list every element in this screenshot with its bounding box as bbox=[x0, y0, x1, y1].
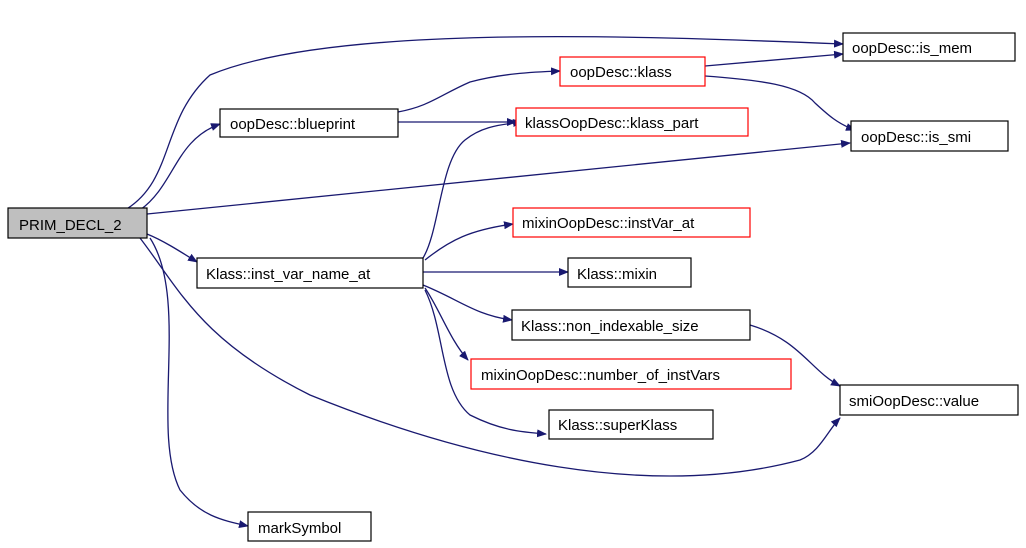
node-label-number-of-instvars: mixinOopDesc::number_of_instVars bbox=[481, 367, 720, 384]
edge-prim-decl-2-to-is-smi bbox=[146, 139, 851, 215]
node-prim-decl-2[interactable]: PRIM_DECL_2 bbox=[7, 207, 148, 239]
node-label-instvar-at: mixinOopDesc::instVar_at bbox=[522, 215, 695, 232]
node-label-klass: oopDesc::klass bbox=[570, 64, 672, 81]
edges-layer bbox=[124, 35, 856, 529]
nodes-layer: PRIM_DECL_2 oopDesc::blueprint oopDesc::… bbox=[7, 32, 1019, 542]
node-instvar-at[interactable]: mixinOopDesc::instVar_at bbox=[512, 207, 751, 238]
edge-prim-decl-2-to-is-mem bbox=[124, 35, 844, 211]
node-is-smi[interactable]: oopDesc::is_smi bbox=[850, 120, 1009, 152]
node-klass-part[interactable]: klassOopDesc::klass_part bbox=[515, 107, 749, 137]
edge-inst-var-name-at-to-non-indexable-size bbox=[422, 284, 513, 323]
edge-non-indexable-size-to-smi-value bbox=[749, 324, 841, 387]
node-superklass[interactable]: Klass::superKlass bbox=[548, 409, 714, 440]
node-label-is-mem: oopDesc::is_mem bbox=[852, 40, 972, 57]
node-label-marksymbol: markSymbol bbox=[258, 520, 341, 537]
edge-blueprint-to-klass bbox=[397, 67, 561, 113]
node-mixin[interactable]: Klass::mixin bbox=[567, 257, 692, 288]
node-label-inst-var-name-at: Klass::inst_var_name_at bbox=[206, 266, 371, 283]
edge-inst-var-name-at-to-number-of-instvars bbox=[424, 287, 469, 361]
node-label-prim-decl-2: PRIM_DECL_2 bbox=[19, 217, 122, 234]
edge-prim-decl-2-to-marksymbol bbox=[149, 237, 249, 529]
edge-prim-decl-2-to-blueprint bbox=[139, 123, 221, 211]
node-inst-var-name-at[interactable]: Klass::inst_var_name_at bbox=[196, 257, 424, 289]
node-marksymbol[interactable]: markSymbol bbox=[247, 511, 372, 542]
edge-inst-var-name-at-to-instvar-at bbox=[424, 221, 514, 261]
edge-inst-var-name-at-to-superklass bbox=[424, 289, 547, 438]
node-label-smi-value: smiOopDesc::value bbox=[849, 393, 979, 410]
edge-klass-to-is-smi bbox=[704, 75, 856, 131]
node-label-superklass: Klass::superKlass bbox=[558, 417, 677, 434]
node-blueprint[interactable]: oopDesc::blueprint bbox=[219, 108, 399, 138]
edge-prim-decl-2-to-smi-value bbox=[139, 237, 841, 477]
node-non-indexable-size[interactable]: Klass::non_indexable_size bbox=[511, 309, 751, 341]
edge-inst-var-name-at-to-klass-part bbox=[422, 119, 523, 259]
node-label-blueprint: oopDesc::blueprint bbox=[230, 116, 356, 133]
node-klass[interactable]: oopDesc::klass bbox=[559, 56, 706, 87]
node-is-mem[interactable]: oopDesc::is_mem bbox=[842, 32, 1016, 62]
edge-klass-to-is-mem bbox=[704, 50, 844, 67]
node-label-is-smi: oopDesc::is_smi bbox=[861, 129, 971, 146]
node-label-non-indexable-size: Klass::non_indexable_size bbox=[521, 318, 699, 335]
node-smi-value[interactable]: smiOopDesc::value bbox=[839, 384, 1019, 416]
node-label-mixin: Klass::mixin bbox=[577, 266, 657, 283]
node-number-of-instvars[interactable]: mixinOopDesc::number_of_instVars bbox=[470, 358, 792, 390]
node-label-klass-part: klassOopDesc::klass_part bbox=[525, 115, 699, 132]
edge-prim-decl-2-to-inst-var-name-at bbox=[146, 233, 198, 263]
